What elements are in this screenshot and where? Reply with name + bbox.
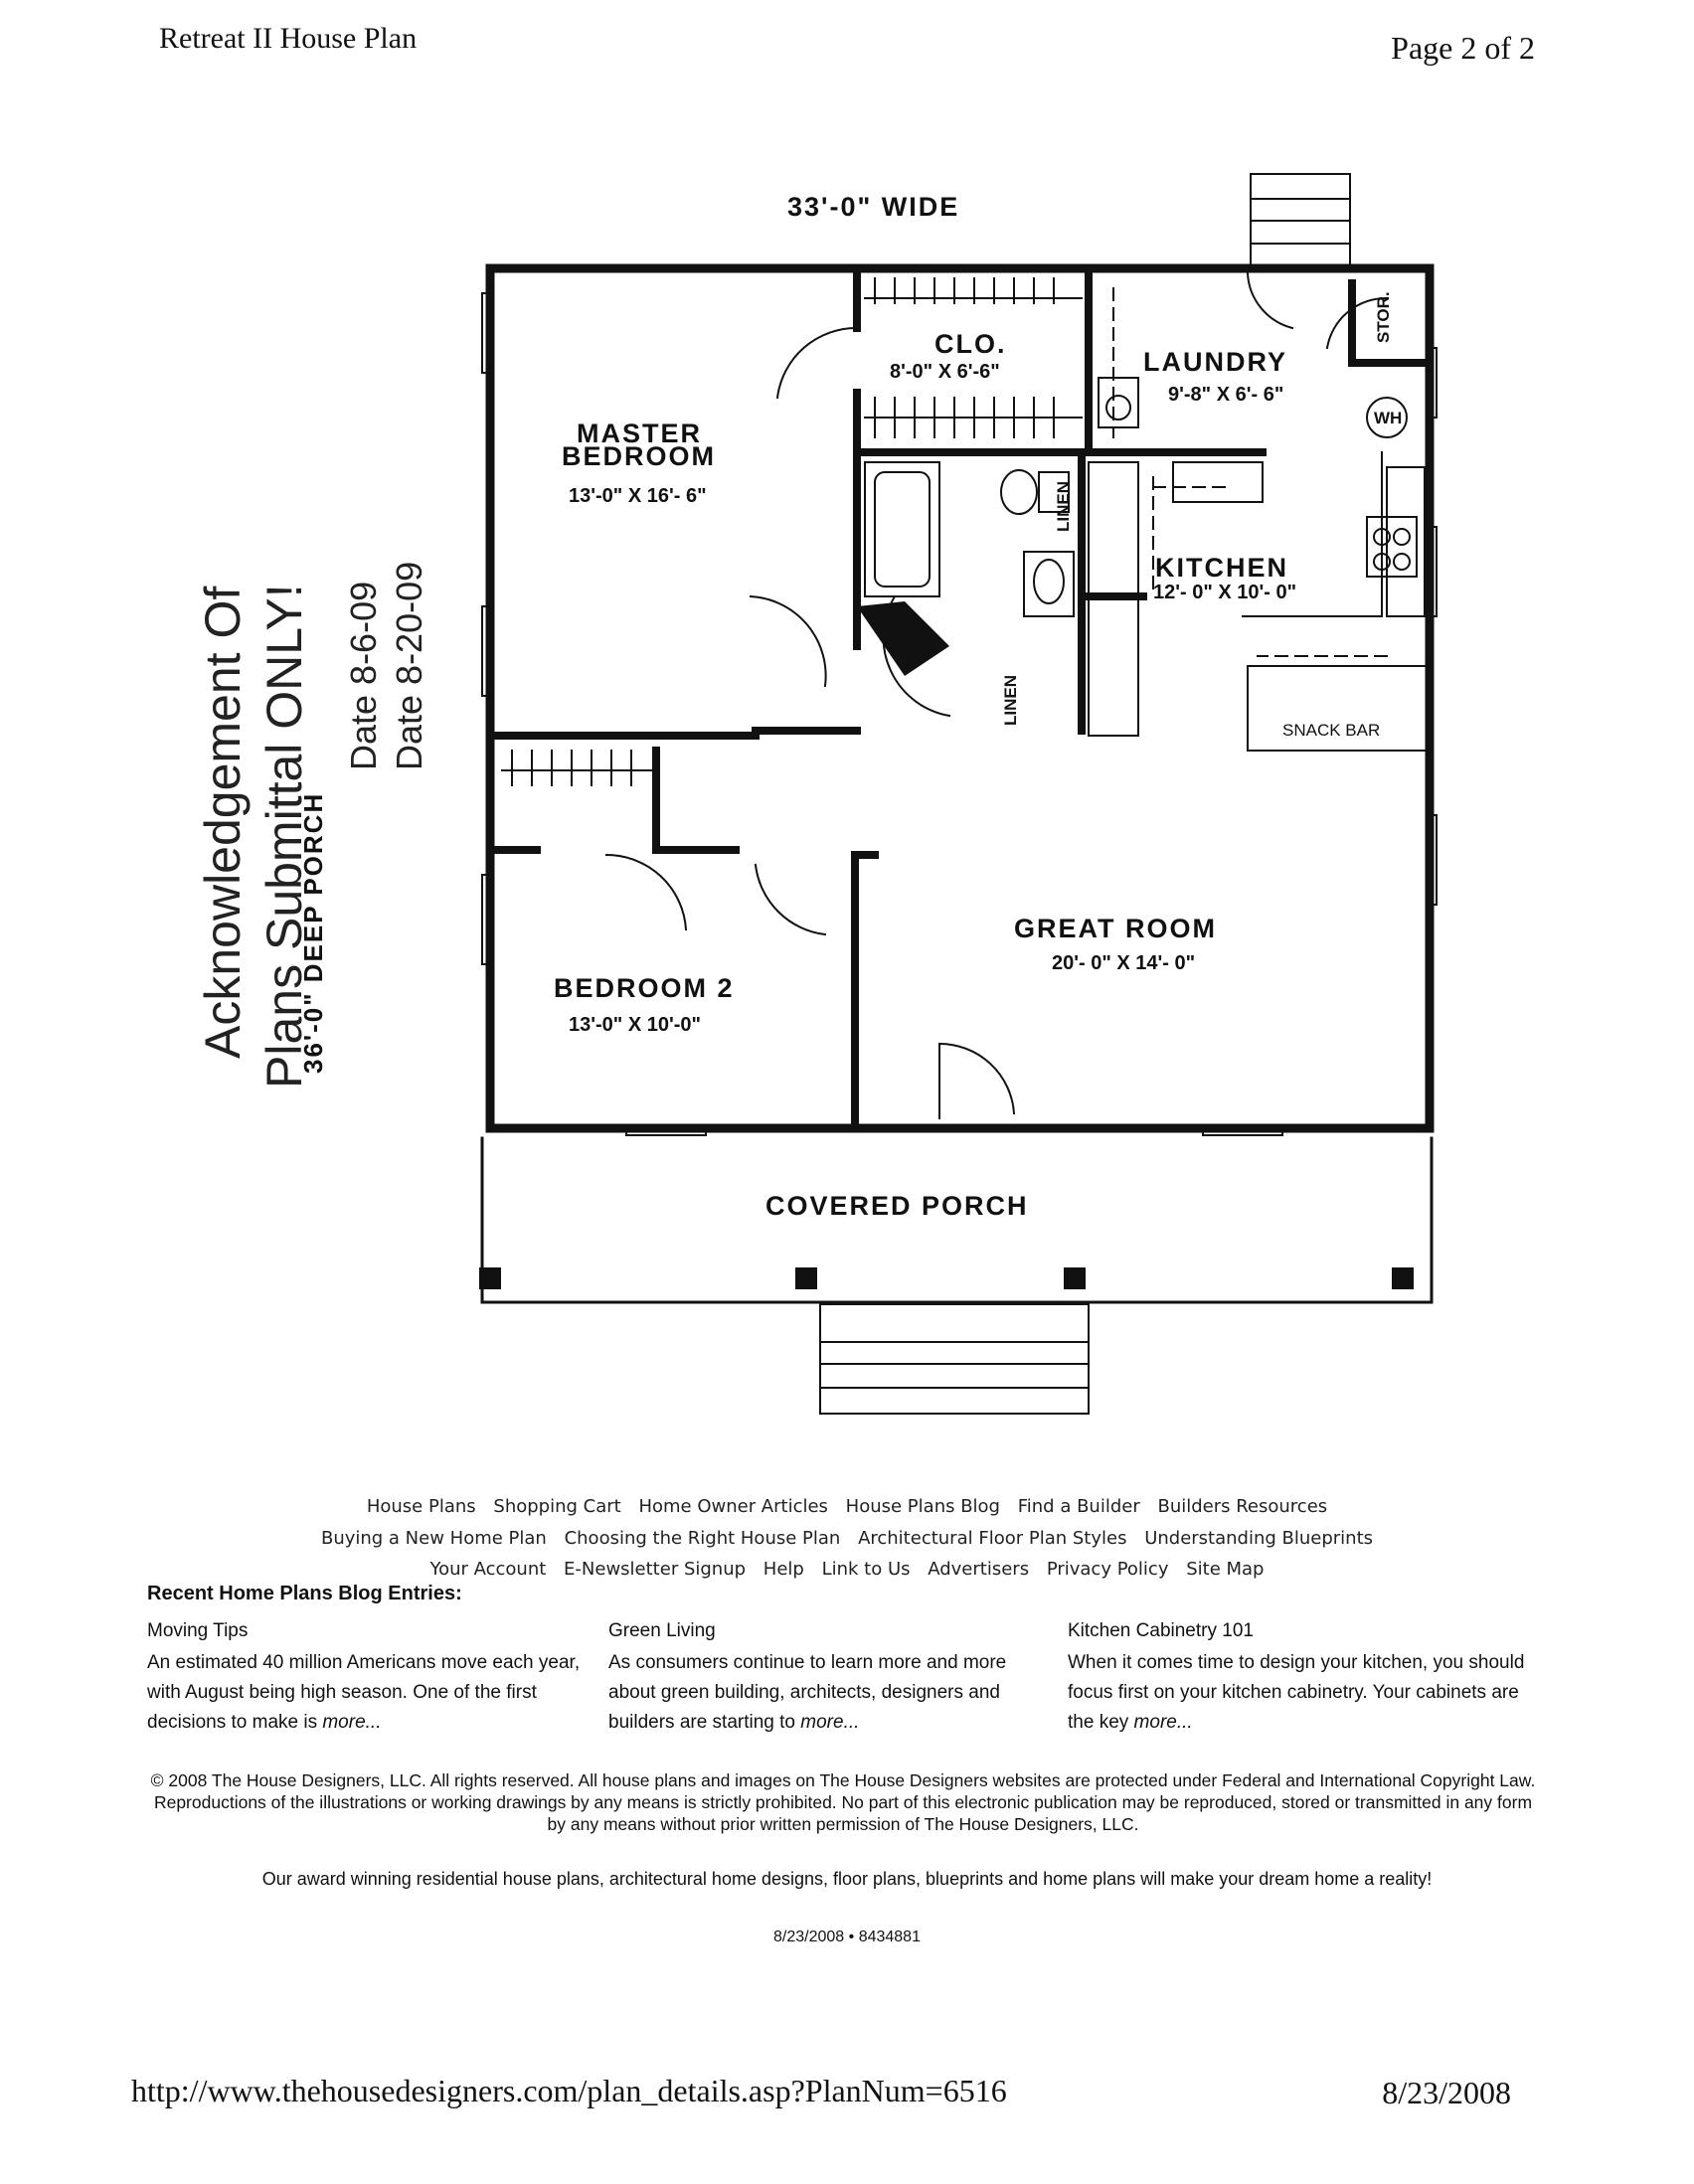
master-bedroom-label: MASTER xyxy=(577,419,702,448)
kitchen-label: KITCHEN xyxy=(1155,553,1288,583)
nav-link-shopping-cart[interactable]: Shopping Cart xyxy=(493,1496,621,1517)
blog-entry: Green Living As consumers continue to le… xyxy=(608,1616,1046,1738)
nav-link-builders-resources[interactable]: Builders Resources xyxy=(1157,1496,1328,1517)
linen-label-2: LINEN xyxy=(1001,675,1020,726)
nav-link-buying-new-home-plan[interactable]: Buying a New Home Plan xyxy=(320,1528,547,1549)
rear-stairs xyxy=(1250,173,1351,269)
porch-outline xyxy=(480,1136,1434,1304)
footer-nav-row-2: Buying a New Home Plan Choosing the Righ… xyxy=(0,1528,1694,1549)
nav-link-understanding-blueprints[interactable]: Understanding Blueprints xyxy=(1144,1528,1374,1549)
nav-link-advertisers[interactable]: Advertisers xyxy=(928,1559,1030,1580)
laundry-label: LAUNDRY xyxy=(1143,347,1287,377)
blog-more-link[interactable]: more... xyxy=(1133,1712,1193,1733)
footer-nav-row-3: Your Account E-Newsletter Signup Help Li… xyxy=(0,1559,1694,1580)
nav-link-choosing-right-plan[interactable]: Choosing the Right House Plan xyxy=(564,1528,841,1549)
nav-link-help[interactable]: Help xyxy=(762,1559,804,1580)
snack-bar-label: SNACK BAR xyxy=(1282,721,1380,740)
bath-fixtures xyxy=(864,461,1075,617)
blog-entry: Kitchen Cabinetry 101 When it comes time… xyxy=(1068,1616,1525,1738)
blog-heading: Recent Home Plans Blog Entries: xyxy=(147,1583,462,1604)
bedroom2-label: BEDROOM 2 xyxy=(554,973,735,1003)
water-heater-label: WH xyxy=(1374,409,1402,427)
nav-link-house-plans[interactable]: House Plans xyxy=(366,1496,476,1517)
closet-wedge xyxy=(857,601,949,676)
linen-label-1: LINEN xyxy=(1054,481,1073,532)
blog-more-link[interactable]: more... xyxy=(322,1712,382,1733)
laundry-dim: 9'-8" X 6'- 6" xyxy=(1168,384,1283,406)
closet-dim: 8'-0" X 6'-6" xyxy=(890,361,1000,383)
outer-walls xyxy=(485,263,1435,1133)
blog-entry-title[interactable]: Kitchen Cabinetry 101 xyxy=(1068,1620,1254,1641)
windows xyxy=(481,292,1438,1136)
blog-entry-text: As consumers continue to learn more and … xyxy=(608,1652,1007,1733)
porch-posts xyxy=(479,1267,1414,1289)
page-url: http://www.thehousedesigners.com/plan_de… xyxy=(131,2073,1007,2108)
award-tagline: Our award winning residential house plan… xyxy=(261,1869,1433,1889)
blog-entry-text: An estimated 40 million Americans move e… xyxy=(147,1652,581,1733)
plan-depth-label: 36'-0" DEEP PORCH xyxy=(298,791,328,1074)
door-swings xyxy=(604,271,1389,1119)
nav-link-privacy-policy[interactable]: Privacy Policy xyxy=(1046,1559,1169,1580)
blog-entry-title[interactable]: Green Living xyxy=(608,1620,716,1641)
stamp-date-2: Date 8-20-09 xyxy=(389,561,429,770)
page-number: Page 2 of 2 xyxy=(1391,30,1535,66)
blog-more-link[interactable]: more... xyxy=(800,1712,860,1733)
nav-link-floor-plan-styles[interactable]: Architectural Floor Plan Styles xyxy=(858,1528,1127,1549)
page-header-title: Retreat II House Plan xyxy=(159,22,418,55)
nav-link-site-map[interactable]: Site Map xyxy=(1186,1559,1265,1580)
kitchen-counters xyxy=(1088,377,1428,752)
print-date: 8/23/2008 xyxy=(1382,2075,1511,2110)
nav-link-home-owner-articles[interactable]: Home Owner Articles xyxy=(638,1496,828,1517)
floor-plan: 33'-0" WIDE MASTER BEDROOM 13'-0" X 16'-… xyxy=(479,173,1438,1415)
nav-link-enewsletter[interactable]: E-Newsletter Signup xyxy=(564,1559,747,1580)
nav-link-find-builder[interactable]: Find a Builder xyxy=(1017,1496,1140,1517)
stamp-line-1: Acknowledgement Of xyxy=(195,586,251,1059)
footer-nav-row-1: House Plans Shopping Cart Home Owner Art… xyxy=(0,1496,1694,1517)
nav-link-your-account[interactable]: Your Account xyxy=(429,1559,547,1580)
storage-label: STOR. xyxy=(1374,291,1393,343)
nav-link-link-to-us[interactable]: Link to Us xyxy=(821,1559,911,1580)
blog-entry-text: When it comes time to design your kitche… xyxy=(1068,1652,1525,1733)
blog-entry-title[interactable]: Moving Tips xyxy=(147,1620,249,1641)
porch-label: COVERED PORCH xyxy=(765,1191,1029,1221)
great-room-label: GREAT ROOM xyxy=(1014,914,1217,943)
stamp-date-1: Date 8-6-09 xyxy=(343,581,384,770)
copyright-notice: © 2008 The House Designers, LLC. All rig… xyxy=(150,1770,1536,1834)
porch-steps xyxy=(819,1303,1090,1415)
great-room-dim: 20'- 0" X 14'- 0" xyxy=(1052,952,1195,974)
master-bedroom-dim: 13'-0" X 16'- 6" xyxy=(569,485,707,507)
closet-label: CLO. xyxy=(934,329,1007,359)
master-bedroom-label-2: BEDROOM xyxy=(562,441,716,471)
nav-link-house-plans-blog[interactable]: House Plans Blog xyxy=(845,1496,1000,1517)
bedroom2-dim: 13'-0" X 10'-0" xyxy=(569,1014,701,1036)
blog-entry: Moving Tips An estimated 40 million Amer… xyxy=(147,1616,585,1738)
plan-width-label: 33'-0" WIDE xyxy=(787,192,959,222)
kitchen-dim: 12'- 0" X 10'- 0" xyxy=(1153,582,1296,603)
print-stamp-date: 8/23/2008 • 8434881 xyxy=(773,1929,921,1945)
